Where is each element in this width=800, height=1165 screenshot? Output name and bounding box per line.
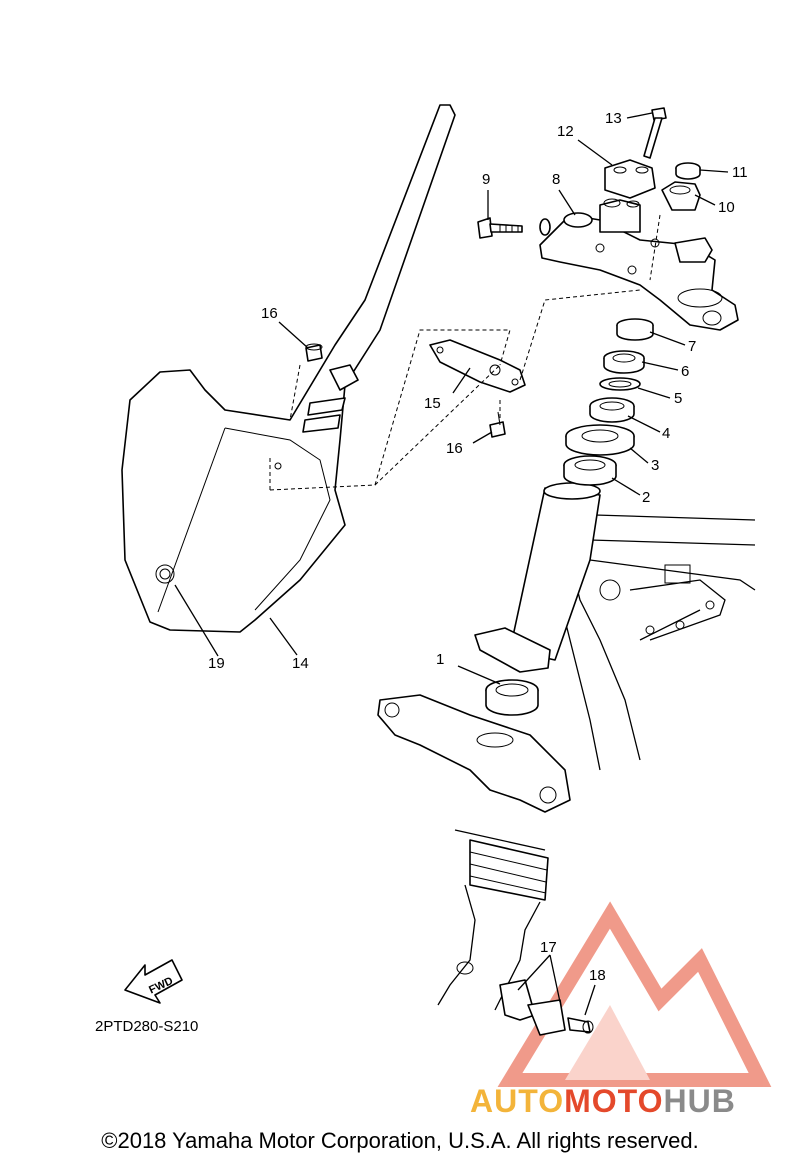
cap [616, 318, 654, 341]
diagram-code: 2PTD280-S210 [95, 1018, 198, 1035]
callout-1: 1 [436, 651, 444, 668]
upper-bracket [539, 198, 739, 331]
bearing-lower [485, 679, 539, 716]
callout-12: 12 [557, 123, 574, 140]
watermark-logo-icon [497, 901, 772, 1087]
leader-lines [174, 112, 729, 1016]
callout-19: 19 [208, 655, 225, 672]
callout-14: 14 [292, 655, 309, 672]
handlebar-holder [604, 159, 656, 199]
callout-11: 11 [732, 164, 748, 181]
bolt-16-upper [305, 343, 323, 362]
steering-nut [661, 181, 701, 211]
callout-18: 18 [589, 967, 606, 984]
steering-stem [474, 482, 601, 673]
callout-10: 10 [718, 199, 735, 216]
callout-15: 15 [424, 395, 441, 412]
assembly-lines [269, 214, 661, 491]
callout-6: 6 [681, 363, 689, 380]
ring-nut-lower [589, 397, 635, 423]
lower-bracket [377, 694, 571, 813]
pinch-bolt [477, 217, 551, 239]
hose-clamp [499, 979, 594, 1036]
callout-3: 3 [651, 457, 659, 474]
lock-washer [599, 377, 641, 391]
plate-bracket [429, 339, 526, 393]
number-plate [121, 104, 456, 633]
callout-16-upper: 16 [261, 305, 278, 322]
callout-9: 9 [482, 171, 490, 188]
front-fork [437, 829, 549, 1011]
washer [565, 424, 635, 456]
watermark-part1: AUTO [470, 1083, 565, 1119]
callout-17: 17 [540, 939, 557, 956]
callout-2: 2 [642, 489, 650, 506]
watermark-part2: MOTO [564, 1083, 664, 1119]
bolt-16-lower [489, 411, 506, 438]
watermark-part3: HUB [663, 1083, 736, 1119]
bearing-upper [563, 455, 617, 486]
callout-13: 13 [605, 110, 622, 127]
holder-bolt [643, 107, 667, 159]
watermark-text: AUTOMOTOHUB [470, 1083, 736, 1120]
ring-nut-upper [603, 350, 645, 374]
stem-cap [675, 162, 701, 180]
callout-5: 5 [674, 390, 682, 407]
fwd-arrow-icon: FWD [124, 959, 183, 1004]
copyright-notice: ©2018 Yamaha Motor Corporation, U.S.A. A… [101, 1128, 699, 1153]
callout-4: 4 [662, 425, 670, 442]
callout-8: 8 [552, 171, 560, 188]
callout-7: 7 [688, 338, 696, 355]
callout-16-lower: 16 [446, 440, 463, 457]
